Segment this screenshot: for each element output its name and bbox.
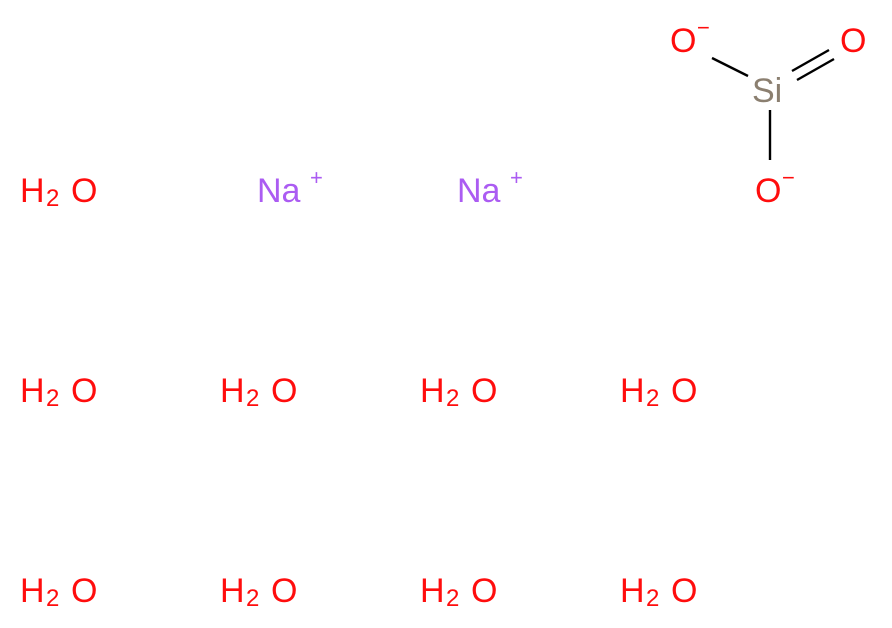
hydrogen-symbol: H (620, 572, 645, 610)
hydrogen-count: 2 (646, 585, 659, 612)
hydrogen-count: 2 (246, 385, 259, 412)
oxygen-symbol: O (471, 372, 497, 410)
hydrogen-symbol: H (20, 572, 45, 610)
hydrogen-symbol: H (420, 372, 445, 410)
bond-si-o-double-a (791, 48, 830, 73)
hydrogen-count: 2 (46, 385, 59, 412)
hydrogen-count: 2 (246, 585, 259, 612)
water-molecule: H 2 O (220, 572, 297, 612)
charge-minus-bottom: − (782, 165, 795, 190)
silicon-atom: Si (752, 72, 782, 110)
water-molecule: H 2 O (20, 172, 97, 212)
oxygen-symbol: O (671, 372, 697, 410)
water-molecule: H 2 O (220, 372, 297, 412)
sodium-charge: + (510, 165, 523, 190)
oxygen-symbol: O (71, 372, 97, 410)
hydrogen-count: 2 (46, 585, 59, 612)
water-molecule: H 2 O (420, 372, 497, 412)
hydrogen-symbol: H (220, 572, 245, 610)
hydrogen-count: 2 (446, 585, 459, 612)
oxygen-symbol: O (671, 572, 697, 610)
hydrogen-symbol: H (20, 172, 45, 210)
oxygen-symbol: O (271, 372, 297, 410)
oxygen-symbol: O (71, 172, 97, 210)
bond-si-o-top (711, 56, 749, 78)
water-molecule: H 2 O (20, 572, 97, 612)
hydrogen-count: 2 (46, 185, 59, 212)
water-molecule: H 2 O (620, 372, 697, 412)
silicate-bonds (711, 48, 835, 160)
oxygen-atom-double: O (840, 22, 866, 60)
bond-si-o-double-b (796, 57, 835, 82)
oxygen-symbol: O (71, 572, 97, 610)
sodium-ion: Na + (457, 165, 523, 210)
oxygen-symbol: O (471, 572, 497, 610)
water-molecule: H 2 O (420, 572, 497, 612)
hydrogen-symbol: H (620, 372, 645, 410)
hydrogen-symbol: H (220, 372, 245, 410)
sodium-symbol: Na (257, 172, 301, 210)
charge-minus-top: − (697, 15, 710, 40)
oxygen-atom-bottom: O (755, 172, 781, 210)
oxygen-atom-top: O (670, 22, 696, 60)
sodium-charge: + (310, 165, 323, 190)
sodium-ion: Na + (257, 165, 323, 210)
sodium-symbol: Na (457, 172, 501, 210)
oxygen-symbol: O (271, 572, 297, 610)
hydrogen-count: 2 (646, 385, 659, 412)
water-molecule: H 2 O (20, 372, 97, 412)
hydrogen-symbol: H (420, 572, 445, 610)
hydrogen-symbol: H (20, 372, 45, 410)
water-molecule: H 2 O (620, 572, 697, 612)
hydrogen-count: 2 (446, 385, 459, 412)
silicate-group: Si O − O O − (670, 15, 866, 210)
